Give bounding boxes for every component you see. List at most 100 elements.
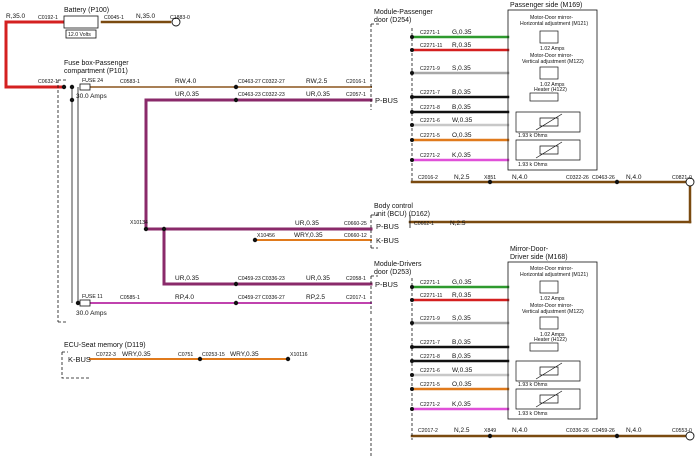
drv-pin-wire: O,0.35 xyxy=(452,381,472,388)
pass-motor-h-label-2: Horizontal adjustment (M121) xyxy=(520,21,588,27)
drv-pin-conn: C2271-6 xyxy=(420,368,440,374)
conn-label: C2017-1 xyxy=(346,295,366,301)
junction-dot xyxy=(233,84,239,90)
drv-pot2-symbol xyxy=(515,388,581,410)
conn-label: C0660-25 xyxy=(344,221,367,227)
conn-label: C2016-2 xyxy=(418,175,438,181)
mod-pass-outline xyxy=(370,23,380,110)
drv-motor-h-amps: 1.02 Amps xyxy=(540,296,565,302)
junction-dot xyxy=(410,110,414,114)
mirror-drv-title-2: Driver side (M168) xyxy=(510,254,568,261)
drv-heater-symbol xyxy=(529,342,559,352)
conn-label: C0336-23 xyxy=(262,276,285,282)
mirror-internals xyxy=(515,30,581,410)
wire-label: UR,0.35 xyxy=(175,91,199,98)
junction-dot xyxy=(487,179,493,185)
battery-wire-right: N,35.0 xyxy=(136,13,156,20)
conn-label: C0045-1 xyxy=(104,15,124,21)
seat-mem-title: ECU-Seat memory (D119) xyxy=(64,342,146,349)
drv-pin-wire: B,0.35 xyxy=(452,353,471,360)
conn-label: C0322-23 xyxy=(262,92,285,98)
battery-label-box xyxy=(65,29,97,39)
conn-label: X10116 xyxy=(290,352,308,358)
drv-pin-conn: C2271-5 xyxy=(420,382,440,388)
conn-label: C0322-26 xyxy=(566,175,589,181)
conn-label: X10134 xyxy=(130,220,148,226)
drv-pin-conn: C2271-1 xyxy=(420,280,440,286)
wires xyxy=(4,20,692,438)
ground-icon xyxy=(685,177,695,187)
wire-label: RW,2.5 xyxy=(306,78,328,85)
drv-motor-v-label-1: Motor-Door mirror- xyxy=(530,303,573,309)
conn-label: C0660-12 xyxy=(344,233,367,239)
fuse-11-name: FUSE 11 xyxy=(82,294,103,300)
ground-symbols xyxy=(171,17,695,441)
junction-dot xyxy=(410,71,414,75)
conn-label: C0553-0 xyxy=(672,428,692,434)
mirror-drv-box xyxy=(507,261,598,420)
pass-pin-conn: C2271-9 xyxy=(420,66,440,72)
mod-drv-outline xyxy=(370,275,378,315)
conn-label: C0253-15 xyxy=(202,352,225,358)
conn-label: C0336-27 xyxy=(262,295,285,301)
seat-mem-bus: K-BUS xyxy=(68,355,91,364)
conn-label: C0322-27 xyxy=(262,79,285,85)
pass-motor-v-symbol xyxy=(539,66,559,80)
wire-battery-positive xyxy=(4,20,66,89)
conn-label: C1883-0 xyxy=(170,15,190,21)
fuse-11-rating: 30.0 Amps xyxy=(76,310,107,317)
pass-motor-v-label-1: Motor-Door mirror- xyxy=(530,53,573,59)
conn-label: C0583-1 xyxy=(120,79,140,85)
pass-heater-label: Heater (H122) xyxy=(534,87,567,93)
wire-label: RP,2.5 xyxy=(306,294,325,301)
conn-label: C0192-1 xyxy=(38,15,58,21)
junction-dot xyxy=(410,298,414,302)
wire-label: RW,4.0 xyxy=(175,78,197,85)
conn-label: C0463-27 xyxy=(238,79,261,85)
battery-voltage: 12.0 Volts xyxy=(68,32,91,38)
pass-pin-wire: W,0.35 xyxy=(452,117,473,124)
junction-dot xyxy=(61,84,67,90)
drv-pin-wire: G,0.35 xyxy=(452,279,472,286)
junction-dot xyxy=(285,356,291,362)
battery-wire-left: R,35.0 xyxy=(6,13,26,20)
bcu-title-2: unit (BCU) (D162) xyxy=(374,211,430,218)
battery-symbol xyxy=(63,15,99,29)
conn-label: C0463-23 xyxy=(238,92,261,98)
junction-dot xyxy=(410,123,414,127)
pass-res2-label: 1.93 k Ohms xyxy=(518,162,548,168)
pass-motor-h-amps: 1.02 Amps xyxy=(540,46,565,52)
mod-pass-bus: P-BUS xyxy=(375,96,398,105)
pass-pot1-symbol xyxy=(515,111,581,133)
pass-pin-wire: B,0.35 xyxy=(452,104,471,111)
pass-pin-conn: C2271-11 xyxy=(420,43,443,49)
pass-pin-wire: O,0.35 xyxy=(452,132,472,139)
junction-dot xyxy=(410,359,414,363)
junction-dot xyxy=(69,84,75,90)
conn-label: C2057-1 xyxy=(346,92,366,98)
junction-dot xyxy=(410,373,414,377)
fuse-box-title-2: compartment (P101) xyxy=(64,68,128,75)
mod-drv-title-2: door (D253) xyxy=(374,269,411,276)
conn-label: X10456 xyxy=(257,233,275,239)
wire-label: N,4.0 xyxy=(626,427,642,434)
drv-pin-wire: K,0.35 xyxy=(452,401,471,408)
pass-motor-v-label-2: Vertical adjustment (M122) xyxy=(522,59,584,65)
drv-motor-v-amps: 1.02 Amps xyxy=(540,332,565,338)
drv-pin-conn: C2271-7 xyxy=(420,340,440,346)
drv-motor-h-symbol xyxy=(539,280,559,294)
wire-label: UR,0.35 xyxy=(295,220,319,227)
pass-pin-wire: G,0.35 xyxy=(452,29,472,36)
junction-dot xyxy=(197,356,203,362)
conn-label: C0336-26 xyxy=(566,428,589,434)
wire-label: UR,0.35 xyxy=(306,275,330,282)
pass-pin-conn: C2271-5 xyxy=(420,133,440,139)
wire-label: N,2.5 xyxy=(454,427,470,434)
mirror-pass-title: Passenger side (M169) xyxy=(510,2,582,9)
fuse-24-symbol xyxy=(79,83,91,91)
junction-dot xyxy=(161,226,167,232)
pass-pin-wire: K,0.35 xyxy=(452,152,471,159)
fuse-24-rating: 30.0 Amps xyxy=(76,93,107,100)
drv-res1-label: 1.93 k Ohms xyxy=(518,382,548,388)
